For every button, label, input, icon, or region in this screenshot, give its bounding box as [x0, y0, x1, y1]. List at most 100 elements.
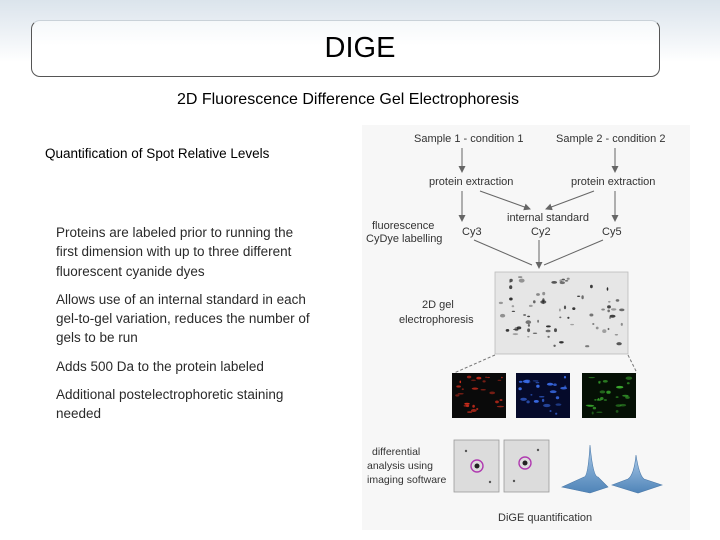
bullet-item: Allows use of an internal standard in ea… — [56, 291, 310, 346]
scan-spot — [588, 377, 595, 379]
gel-spot — [585, 345, 590, 348]
scan-spot — [626, 382, 630, 385]
scan-spot — [466, 375, 472, 379]
scan-spot — [459, 380, 462, 384]
scan-spot — [564, 385, 567, 389]
gel-spot — [509, 297, 513, 301]
scan-spot — [615, 396, 619, 398]
dye-cy5-label: Cy5 — [602, 226, 622, 238]
scan-spot — [467, 411, 473, 413]
scan-spot — [546, 382, 554, 386]
gel-spot — [547, 335, 550, 338]
gel-spot — [532, 332, 538, 334]
scan-spot — [622, 394, 629, 397]
spot — [474, 463, 480, 469]
gel-spot — [537, 319, 539, 323]
scan-spot — [495, 400, 499, 404]
spot — [536, 448, 540, 452]
scan-spot — [530, 394, 533, 396]
peak-plot-1 — [561, 444, 609, 494]
gel-spot — [615, 299, 620, 302]
gel-spot — [518, 278, 525, 283]
gel-spot — [536, 293, 540, 296]
spot — [522, 460, 528, 466]
scan-spot — [487, 376, 490, 379]
title-frame — [31, 20, 660, 77]
scan-spot — [535, 381, 540, 384]
scan-spot — [553, 383, 557, 387]
figure-caption: DiGE quantification — [498, 512, 592, 524]
gel-spot — [527, 324, 530, 327]
workflow-diagram: Sample 1 - condition 1 Sample 2 - condit… — [366, 133, 665, 524]
gel-spot — [609, 317, 611, 319]
arrow — [479, 190, 531, 211]
gel-spot — [577, 295, 581, 297]
scan-spot — [598, 380, 601, 383]
gel-spot — [606, 287, 609, 291]
scan-spot — [555, 396, 560, 400]
scan-spot — [598, 381, 601, 384]
scan-spot — [606, 390, 611, 394]
arrow — [545, 190, 595, 211]
labelling-label-line2: CyDye labelling — [366, 233, 442, 245]
scan-spot — [596, 399, 599, 401]
gel-spot — [589, 313, 594, 317]
labelling-label-line1: fluorescence — [372, 220, 434, 232]
gel-spot — [527, 315, 531, 318]
gel-spot — [512, 333, 519, 336]
cy3-scan-image — [452, 373, 506, 418]
scan-spot — [496, 405, 504, 408]
dye-cy3-label: Cy3 — [462, 226, 482, 238]
gel-spot — [528, 304, 533, 307]
gel-spot — [500, 313, 506, 318]
scan-spot — [522, 379, 530, 383]
scan-spot — [485, 376, 487, 378]
slide-subtitle: 2D Fluorescence Difference Gel Electroph… — [176, 91, 520, 108]
gel-spot — [590, 284, 593, 289]
gel-label-line2: electrophoresis — [399, 314, 474, 326]
extraction2-label: protein extraction — [571, 176, 655, 188]
gel-spot — [609, 314, 616, 318]
gel-spot — [540, 300, 547, 304]
scan-spot — [476, 376, 482, 380]
gel-spot — [572, 307, 576, 310]
gel-spot — [509, 280, 512, 283]
scan-spot — [456, 385, 461, 388]
gel-spot — [559, 341, 564, 344]
gel-spot — [559, 279, 563, 282]
gel-spot — [620, 322, 623, 326]
dige-workflow-figure: Sample 1 - condition 1 Sample 2 - condit… — [362, 125, 690, 530]
sample1-label: Sample 1 - condition 1 — [414, 133, 523, 145]
gel-spot — [592, 323, 595, 325]
bullet-item: Proteins are labeled prior to running th… — [56, 225, 294, 279]
spot — [512, 479, 516, 483]
scan-spot — [543, 403, 551, 408]
scan-spot — [501, 376, 503, 379]
gel-spot — [527, 328, 531, 333]
scan-spots — [455, 375, 633, 415]
gel-spot — [608, 300, 611, 303]
zoom-line — [627, 354, 638, 374]
scan-spot — [555, 403, 562, 406]
scan-spot — [482, 380, 486, 383]
gel-spot — [551, 281, 558, 284]
spot-highlight — [518, 456, 532, 470]
scan-spot — [536, 384, 540, 388]
scan-spot — [518, 380, 523, 383]
scan-spot — [555, 412, 558, 415]
scan-spot — [549, 410, 552, 412]
scan-spot — [625, 376, 633, 380]
bullet-item: Adds 500 Da to the protein labeled — [56, 358, 264, 374]
gel-spot — [566, 277, 570, 280]
gel-spot — [559, 281, 565, 285]
scan-spot — [585, 404, 591, 407]
gel-spot — [570, 323, 574, 326]
gel-spot — [546, 325, 551, 328]
gel-spot — [514, 327, 519, 332]
scan-spot — [591, 411, 594, 415]
peak-plot-2 — [611, 454, 663, 494]
gel-spot — [611, 308, 617, 311]
scan-spot — [472, 404, 475, 408]
zoom-line — [453, 354, 496, 374]
analysis-label-line3: imaging software — [367, 474, 447, 486]
